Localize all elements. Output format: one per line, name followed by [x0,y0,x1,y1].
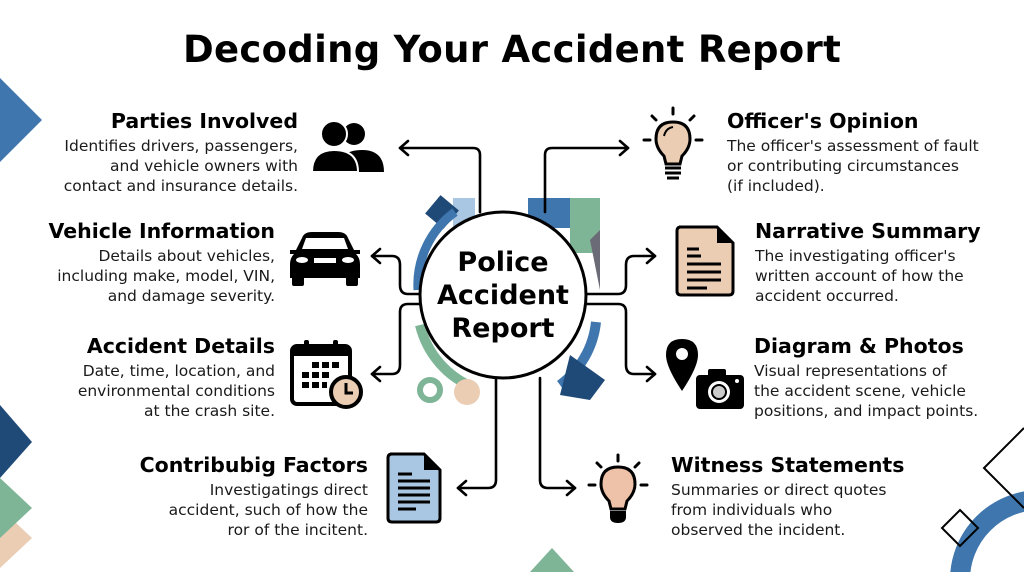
section-diagram-photos: Diagram & Photos Visual representations … [754,334,978,421]
section-heading: Parties Involved [110,109,298,133]
page-title: Decoding Your Accident Report [182,28,842,71]
lightbulb-icon [642,106,704,180]
triangle-shape [530,548,574,572]
center-line: Accident [437,279,569,311]
map-pin-camera-icon [666,339,744,409]
section-vehicle-information: Vehicle Information Details about vehicl… [48,219,275,306]
section-heading: Vehicle Information [48,219,275,243]
diamond-shape [0,78,42,162]
section-description: Details about vehicles,including make, m… [57,247,275,305]
outline-diamond [982,427,1024,509]
diamond-shape [0,405,32,478]
section-witness-statements: Witness Statements Summaries or direct q… [671,453,904,540]
section-heading: Narrative Summary [755,219,981,243]
section-description: Identifies drivers, passengers,and vehic… [63,137,298,195]
section-heading: Officer's Opinion [727,109,919,133]
section-heading: Witness Statements [671,453,905,477]
people-icon [312,120,384,172]
section-parties-involved: Parties Involved Identifies drivers, pas… [64,109,298,196]
section-accident-details: Accident Details Date, time, location, a… [78,334,275,421]
camera-icon [696,369,744,409]
car-icon [290,232,360,286]
map-pin-icon [666,339,698,391]
section-heading: Contribubig Factors [139,453,368,477]
section-heading: Accident Details [86,334,275,358]
outline-diamond [940,508,980,548]
center-line: Report [451,312,555,344]
center-line: Police [457,246,549,278]
section-heading: Diagram & Photos [754,334,964,358]
calendar-clock-icon [290,340,363,409]
section-officers-opinion: Officer's Opinion The officer's assessme… [727,109,979,196]
lightbulb-icon [587,453,649,523]
center-hub: Police Accident Report [420,212,586,378]
document-icon [386,452,442,524]
section-contributing-factors: Contribubig Factors Investigatings direc… [140,453,368,540]
document-icon [675,225,735,297]
section-narrative-summary: Narrative Summary The investigating offi… [755,219,981,306]
diamond-shape [0,478,32,538]
